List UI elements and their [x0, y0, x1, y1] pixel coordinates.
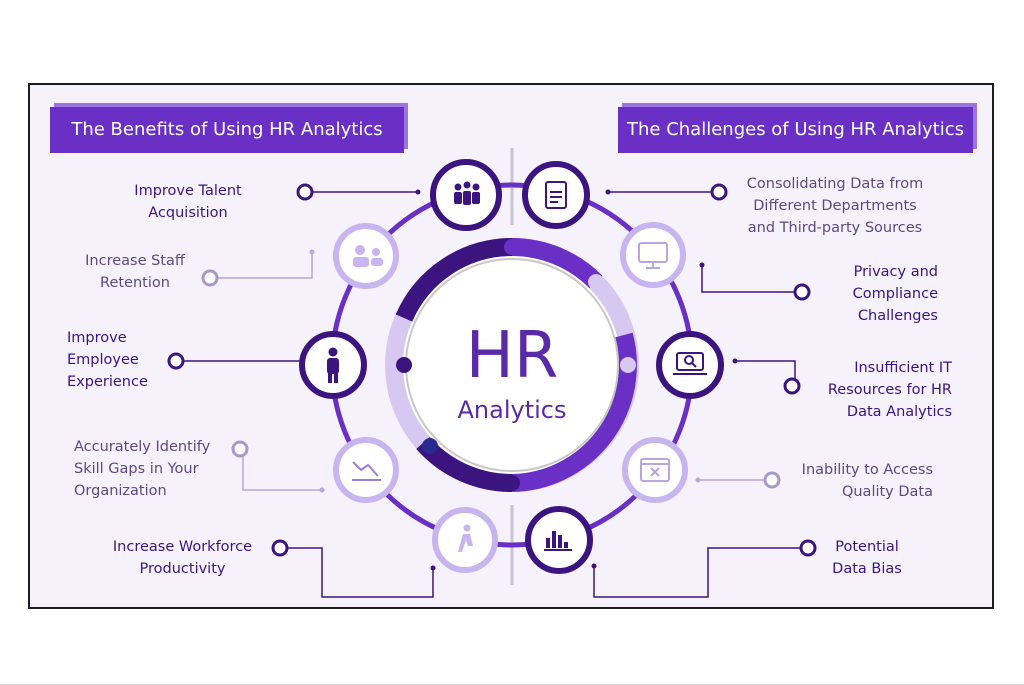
node-team	[430, 159, 502, 231]
connector-dot	[231, 440, 249, 458]
ring-segment-purple	[511, 237, 603, 289]
node-employee	[299, 331, 367, 399]
chart-decline-icon	[352, 461, 381, 481]
document-icon	[545, 181, 567, 209]
connector-dot	[296, 183, 314, 201]
node-productivity	[432, 507, 498, 573]
node-document	[522, 161, 590, 229]
benefits-banner: The Benefits of Using HR Analytics	[50, 107, 404, 153]
connector-dot	[271, 539, 289, 557]
bar-chart-icon	[544, 531, 572, 551]
ring-dot	[504, 475, 520, 491]
node-search-laptop	[656, 331, 724, 399]
ring-segment-dark	[395, 238, 513, 322]
climbing-person-icon	[458, 524, 473, 552]
connector-line	[288, 547, 434, 598]
search-laptop-icon	[673, 352, 707, 375]
ring-dot	[504, 239, 520, 255]
connector-dot	[201, 269, 219, 287]
team-icon	[454, 181, 480, 205]
ring-dot	[396, 357, 412, 373]
connector-line	[735, 360, 796, 380]
employee-icon	[327, 347, 339, 383]
ring-dot	[422, 438, 438, 454]
connector-line	[218, 252, 313, 279]
connector-dot	[710, 183, 728, 201]
center-subtitle: Analytics	[458, 396, 567, 424]
ring-dot	[620, 357, 636, 373]
node-browser-error	[622, 437, 688, 503]
challenges-banner: The Challenges of Using HR Analytics	[618, 107, 973, 153]
node-computer	[620, 222, 686, 288]
computer-icon	[638, 242, 668, 269]
browser-error-icon	[640, 458, 670, 482]
node-skill-chart	[333, 437, 399, 503]
node-handshake	[333, 223, 399, 289]
ring-dot	[588, 274, 604, 290]
node-bar-chart	[525, 506, 593, 574]
handshake-icon	[353, 245, 383, 267]
connector-dot	[167, 352, 185, 370]
connector-line	[242, 449, 322, 491]
connector-dot	[793, 283, 811, 301]
connector-line	[701, 265, 796, 293]
connector-line	[593, 547, 802, 598]
connector-dot	[783, 377, 801, 395]
center-title: HR	[466, 319, 559, 393]
connector-dot	[799, 539, 817, 557]
connector-dot	[763, 471, 781, 489]
